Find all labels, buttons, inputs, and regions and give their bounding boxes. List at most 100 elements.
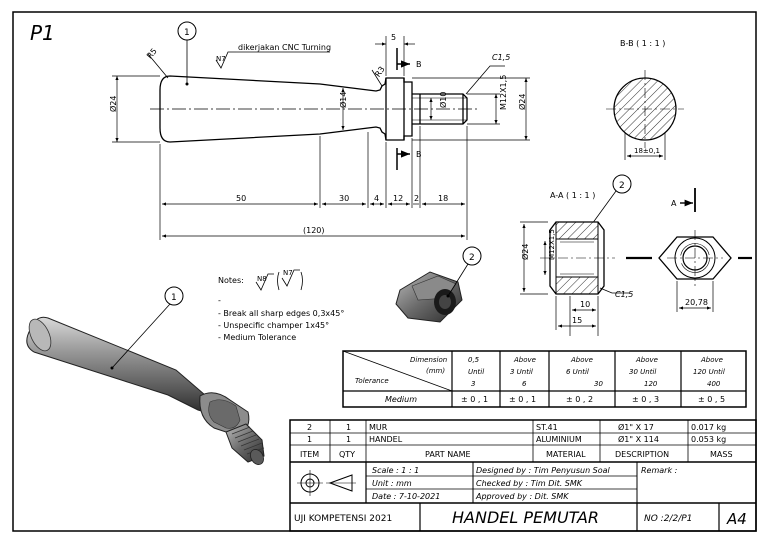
title-date: Date : 7-10-2021 [372,492,440,501]
tolerance-table [342,350,747,408]
section-a-l15: 15 [572,316,582,325]
notes-roughness-symbols [255,269,303,291]
tol-val-1: ± 0 , 1 [461,395,488,404]
r3-dim: R3 [373,65,386,79]
dim-50: 50 [236,194,246,203]
balloon-2-label: 2 [619,181,625,191]
cut-b-bottom: B [416,150,422,159]
dim-5-label: 5 [391,33,396,42]
title-exam: UJI KOMPETENSI 2021 [294,514,392,524]
roughness-leader [215,51,330,69]
title-designed: Designed by : Tim Penyusun Soal [476,466,611,475]
notes-label: Notes: [218,276,244,285]
handle-isometric [26,316,265,465]
nut-isometric [395,271,463,323]
notes-line-1: - Break all sharp edges 0,3x45° [218,309,344,318]
tol-col-4-r2: 30 Until [629,368,656,376]
title-size: A4 [726,510,747,528]
tol-val-5: ± 0 , 5 [698,395,725,404]
parts-row-1-name: MUR [369,423,388,432]
parts-row-1-description: Ø1" X 17 [618,422,654,432]
notes-line-3: - Medium Tolerance [218,333,296,342]
machining-note: dikerjakan CNC Turning [238,43,331,52]
length-dims [159,126,468,240]
tol-col-3-r3: 30 [594,380,603,388]
cut-a-letter: A [671,199,677,208]
parts-row-2-name: HANDEL [369,435,403,444]
dia24-dim [112,75,160,143]
balloon-1-iso-label: 1 [171,293,177,303]
section-a-view [520,221,630,336]
r5-leader [147,53,169,79]
dim-120: (120) [303,226,325,235]
title-main: HANDEL PEMUTAR [452,508,599,527]
dia24-label: Ø24 [108,96,118,112]
section-cut-b [396,48,410,170]
parts-list-grid [289,419,757,532]
parts-row-2-qty: 1 [346,435,351,444]
section-a-c15: C1,5 [615,290,633,299]
parts-header-name: PART NAME [425,450,471,459]
parts-header-item: ITEM [300,450,319,459]
balloon-1-iso [110,286,184,370]
tol-tolerance-label: Tolerance [355,377,389,385]
parts-row-1-qty: 1 [346,423,351,432]
tol-col-1-r2: Until [468,368,484,376]
section-a-d24: Ø24 [520,244,530,260]
section-b-dim: 18±0,1 [634,147,660,155]
tol-col-1-r3: 3 [471,380,475,388]
roughness-n7-top: N7 [216,55,226,63]
section-a-m12: M12X1,5 [548,229,556,260]
title-number: NO :2/2/P1 [644,514,692,524]
dia14-label: Ø14 [338,92,348,108]
tol-col-3-r1: Above [570,356,593,364]
tol-col-5-r2: 120 Until [693,368,725,376]
dia10-label: Ø10 [438,92,448,108]
tol-dimension-label: Dimension [410,356,447,364]
dim-5 [375,36,415,76]
section-a-l10: 10 [580,300,590,309]
notes-n7: N7 [283,269,293,277]
balloon-2-top [590,174,632,226]
tol-col-5-r3: 400 [707,380,721,388]
parts-row-2-material: ALUMINIUM [536,435,582,444]
tol-col-4-r1: Above [635,356,658,364]
balloon-2-iso [446,246,482,298]
parts-header-description: DESCRIPTION [615,450,669,459]
tol-row-label: Medium [385,395,417,404]
parts-header-mass: MASS [710,450,733,459]
notes-dash: - [218,296,221,305]
notes-n8: N8 [257,275,267,283]
m12-dim [467,93,500,125]
tol-val-3: ± 0 , 2 [566,395,593,404]
parts-row-2-item: 1 [307,435,312,444]
title-unit: Unit : mm [372,479,412,488]
tol-col-1-r1: 0,5 [468,356,480,364]
r3-leader [371,69,383,87]
tol-col-2-r2: 3 Until [510,368,533,376]
dim-12: 12 [393,194,403,203]
c15-dim: C1,5 [492,53,510,62]
dia24b-dim [412,77,530,141]
tol-col-5-r1: Above [700,356,723,364]
notes-line-2: - Unspecific champer 1x45° [218,321,329,330]
parts-row-1-mass: 0.017 kg [691,423,726,432]
balloon-1-top [177,21,197,86]
dia24b-label: Ø24 [517,94,527,110]
parts-row-2-description: Ø1" X 114 [618,434,659,444]
tol-col-4-r3: 120 [644,380,658,388]
parts-header-material: MATERIAL [546,450,586,459]
dim-4: 4 [374,194,379,203]
title-scale: Scale : 1 : 1 [372,466,419,475]
tol-mm-label: (mm) [426,367,445,375]
sheet-label: P1 [30,21,55,45]
tol-val-2: ± 0 , 1 [509,395,536,404]
parts-row-1-material: ST.41 [536,423,558,432]
cut-b-top: B [416,60,422,69]
parts-row-1-item: 2 [307,423,312,432]
dim-18: 18 [438,194,448,203]
tol-col-2-r3: 6 [522,380,527,388]
parts-header-qty: QTY [339,450,355,459]
title-remark: Remark : [641,466,678,475]
